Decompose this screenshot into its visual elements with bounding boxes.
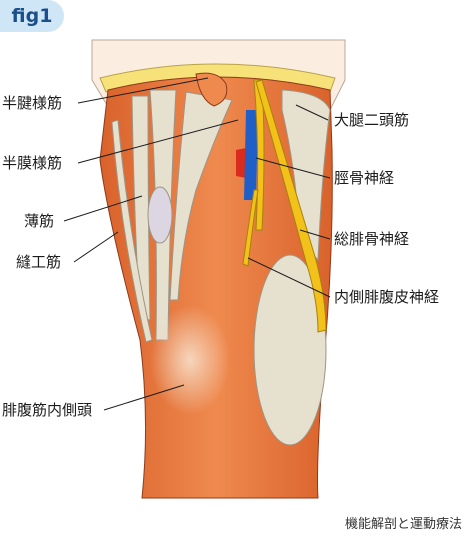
sartorius-stripe [111,119,153,343]
label-gracilis: 薄筋 [24,212,55,230]
leader-semitendinosus [77,77,209,104]
label-sartorius: 縫工筋 [16,253,62,271]
gracilis-tendon [131,95,151,321]
medial-sural-cutaneous-nerve [242,189,259,267]
tibial-nerve [253,79,265,231]
leader-tibial-nerve [255,157,331,179]
leader-semimembranosus [77,119,239,164]
leader-biceps-femoris [295,104,329,121]
leader-gastrocnemius-medial [103,384,185,411]
popliteal-artery [236,148,246,178]
lateral-aponeurosis [253,254,327,446]
semitendinosus-belly [195,72,228,107]
label-gastrocnemius-medial-head: 腓腹筋内側頭 [2,401,93,419]
leader-medial-sural [247,257,331,298]
biceps-femoris-tendon [281,89,331,262]
label-semimembranosus: 半膜様筋 [2,154,63,172]
medial-gastrocnemius-highlight [150,305,230,415]
label-medial-sural-cutaneous-nerve: 内側腓腹皮神経 [334,288,440,306]
label-common-peroneal-nerve: 総腓骨神経 [334,230,410,248]
leader-common-peroneal [299,229,331,240]
label-tibial-nerve: 脛骨神経 [334,169,395,187]
leader-gracilis [63,195,143,222]
label-semitendinosus: 半腱様筋 [2,94,63,112]
common-peroneal-nerve [255,79,327,333]
label-biceps-femoris: 大腿二頭筋 [334,111,410,129]
gracilis-pad [147,186,173,244]
leader-sartorius [73,231,119,263]
figure-badge: fig1 [0,0,64,32]
figure-credit: 機能解剖と運動療法 [344,517,462,532]
semimembranosus-tendon [169,91,233,301]
popliteal-vein [244,110,258,200]
